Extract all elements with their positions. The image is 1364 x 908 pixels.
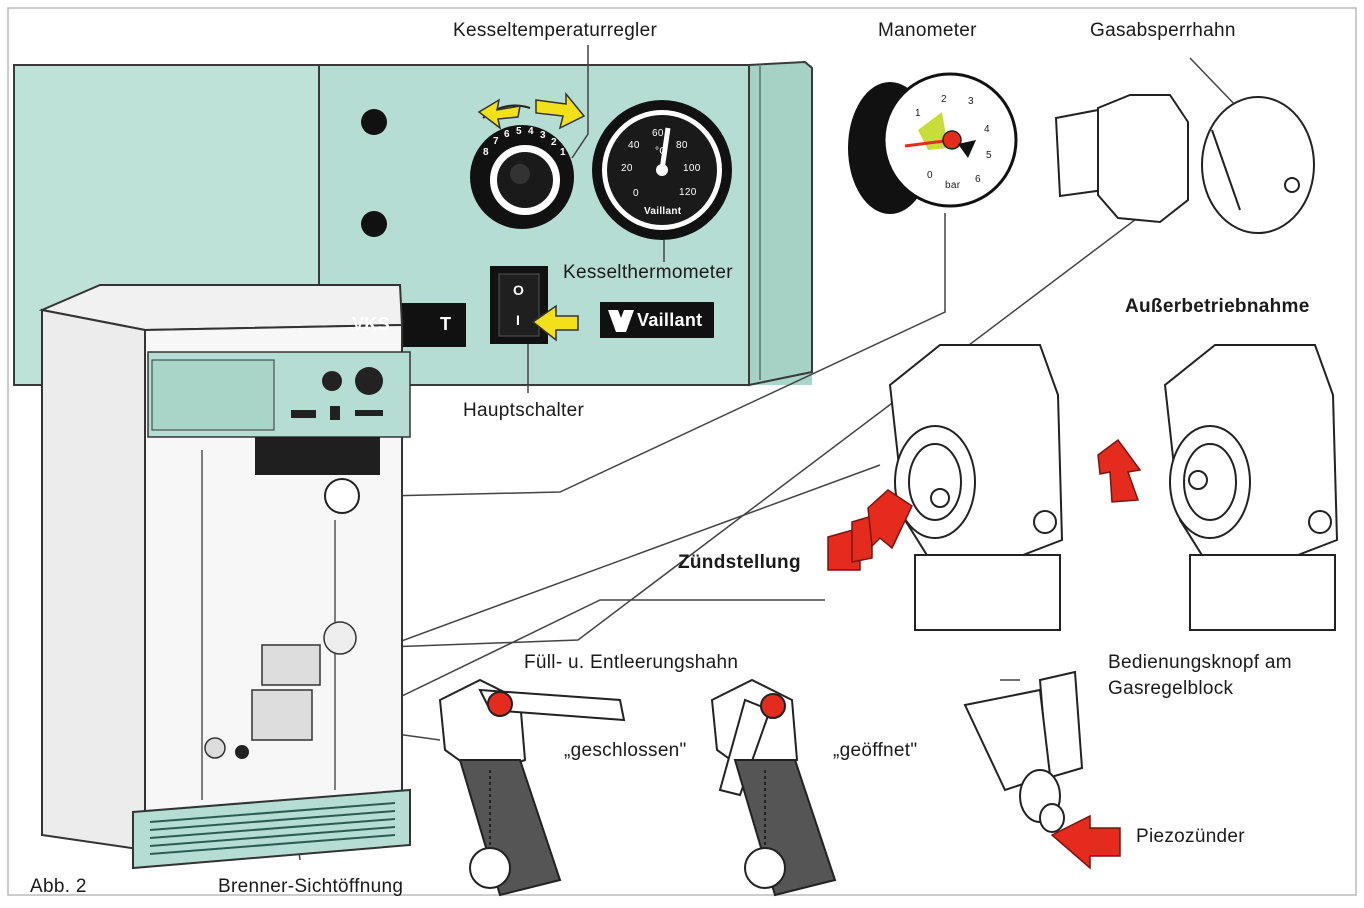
mano-scale-4: 4: [984, 124, 990, 135]
manometer-gauge: [848, 72, 1018, 214]
vaillant-hare-icon: [608, 310, 634, 332]
switch-on-symbol: I: [516, 312, 521, 328]
mano-scale-2: 2: [941, 94, 947, 105]
dial-scale-8: 8: [483, 147, 489, 158]
mano-scale-6: 6: [975, 174, 981, 185]
thermo-unit: °C: [655, 146, 667, 157]
fill-drain-valve-label: Füll- u. Entleerungshahn: [524, 652, 739, 673]
dial-scale-1: 1: [560, 147, 566, 158]
main-switch: [490, 266, 579, 344]
control-knob-label-line2: Gasregelblock: [1108, 678, 1234, 699]
mano-scale-0: 0: [927, 170, 933, 181]
dial-scale-4: 4: [528, 126, 534, 137]
thermo-scale-100: 100: [683, 163, 701, 174]
switch-off-symbol: O: [513, 282, 525, 298]
boiler-temp-regulator-label: Kesseltemperaturregler: [453, 20, 658, 41]
main-switch-label: Hauptschalter: [463, 400, 585, 421]
mano-scale-3: 3: [968, 96, 974, 107]
vaillant-brand-text: Vaillant: [637, 310, 703, 330]
press-arrow-icon: [1050, 814, 1121, 870]
fill-drain-valve-opened: [710, 678, 837, 897]
gas-shutoff-valve-label: Gasabsperrhahn: [1090, 20, 1236, 41]
fill-drain-valve-closed: [438, 678, 626, 897]
rotate-right-arrow-icon: [535, 91, 586, 130]
thermo-scale-40: 40: [628, 140, 640, 151]
thermo-scale-0: 0: [633, 188, 639, 199]
boiler-thermometer-gauge: [592, 100, 732, 240]
panel-hole-icon: [361, 109, 387, 135]
ignition-position-label: Zündstellung: [678, 552, 801, 573]
thermo-scale-80: 80: [676, 140, 688, 151]
dial-scale-6: 6: [504, 129, 510, 140]
thermo-scale-120: 120: [679, 187, 697, 198]
thermo-scale-20: 20: [621, 163, 633, 174]
boiler-thermometer-label: Kesselthermometer: [563, 262, 733, 283]
dial-scale-3: 3: [540, 130, 546, 141]
panel-hole-icon: [361, 211, 387, 237]
boiler-unit: [38, 284, 411, 870]
figure-number: Abb. 2: [30, 876, 87, 897]
model-suffix: T: [440, 314, 452, 334]
manometer-label: Manometer: [878, 20, 977, 41]
valve-closed-label: „geschlossen": [564, 740, 687, 761]
release-arrow-icon: [1097, 438, 1142, 503]
gas-control-knob-ignition: [888, 344, 1064, 631]
mano-unit: bar: [945, 180, 961, 191]
push-arrow-icon: [867, 489, 913, 550]
piezo-igniter-label: Piezozünder: [1136, 826, 1245, 847]
temperature-dial: [470, 91, 586, 229]
dial-scale-7: 7: [493, 136, 499, 147]
valve-opened-label: „geöffnet": [833, 740, 918, 761]
switch-arrow-icon: [531, 304, 579, 342]
thermo-scale-60: 60: [652, 128, 664, 139]
dial-scale-5: 5: [516, 126, 522, 137]
mano-scale-1: 1: [915, 108, 921, 119]
dial-scale-2: 2: [551, 137, 557, 148]
boiler-vent-slots: [149, 802, 396, 855]
gas-shutoff-valve-illustration: [1054, 94, 1315, 234]
control-knob-label-line1: Bedienungsknopf am: [1108, 652, 1292, 673]
mano-scale-5: 5: [986, 150, 992, 161]
burner-sight-opening-label: Brenner-Sichtöffnung: [218, 876, 404, 897]
piezo-igniter-illustration: [963, 670, 1084, 833]
gas-control-knob-off: [1163, 344, 1339, 631]
model-name: VKS: [352, 314, 390, 334]
figure-border: [7, 7, 1357, 896]
thermo-brand: Vaillant: [644, 206, 682, 217]
rotate-left-arrow-icon: [477, 98, 521, 130]
decommissioning-label: Außerbetriebnahme: [1125, 296, 1310, 317]
